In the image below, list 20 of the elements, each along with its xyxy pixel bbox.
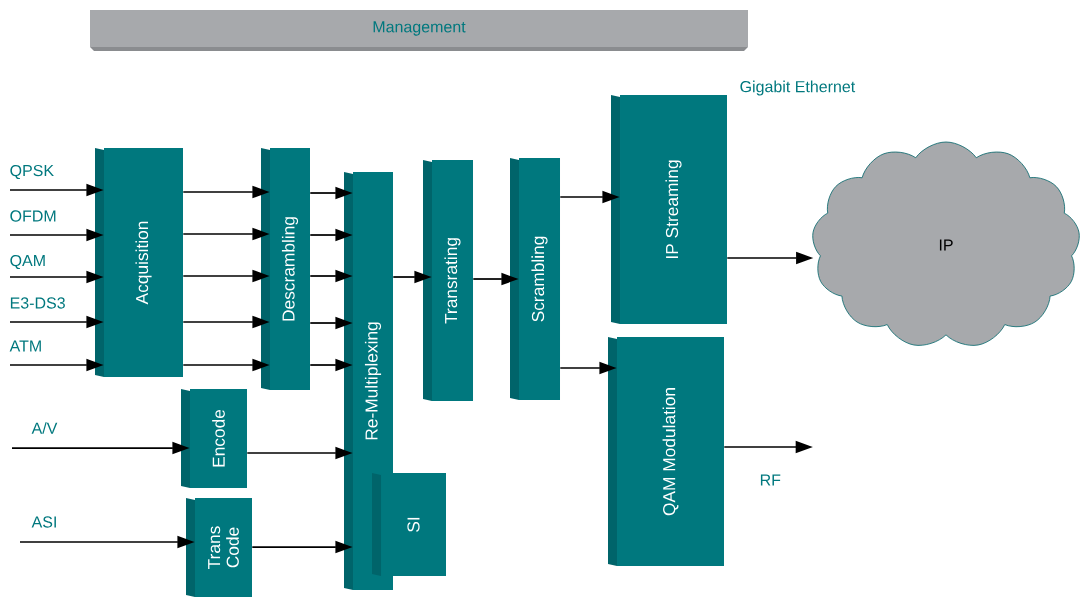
interface-label: Gigabit Ethernet <box>740 80 856 96</box>
edge-label: RF <box>758 473 783 487</box>
edge-label: OFDM <box>8 209 59 223</box>
edge-label: QPSK <box>8 163 56 181</box>
process-box: Transrating <box>423 160 473 401</box>
edge-label: A/V <box>30 420 59 436</box>
process-box: Encode <box>181 389 247 488</box>
process-box: SI <box>372 473 446 576</box>
process-box: Descrambling <box>261 148 310 390</box>
management-bar: Management <box>90 10 748 51</box>
edge-label: ATM <box>8 339 44 353</box>
process-box: Scrambling <box>510 158 560 400</box>
network-cloud: IP <box>812 141 1080 346</box>
process-box: IP Streaming <box>611 95 727 324</box>
process-box: Acquisition <box>95 148 183 377</box>
edge-label: QAM <box>8 253 48 271</box>
process-box: Trans Code <box>186 498 252 597</box>
edge-label: ASI <box>30 515 59 529</box>
edge-label: E3-DS3 <box>8 296 67 310</box>
process-box: QAM Modulation <box>608 337 724 566</box>
